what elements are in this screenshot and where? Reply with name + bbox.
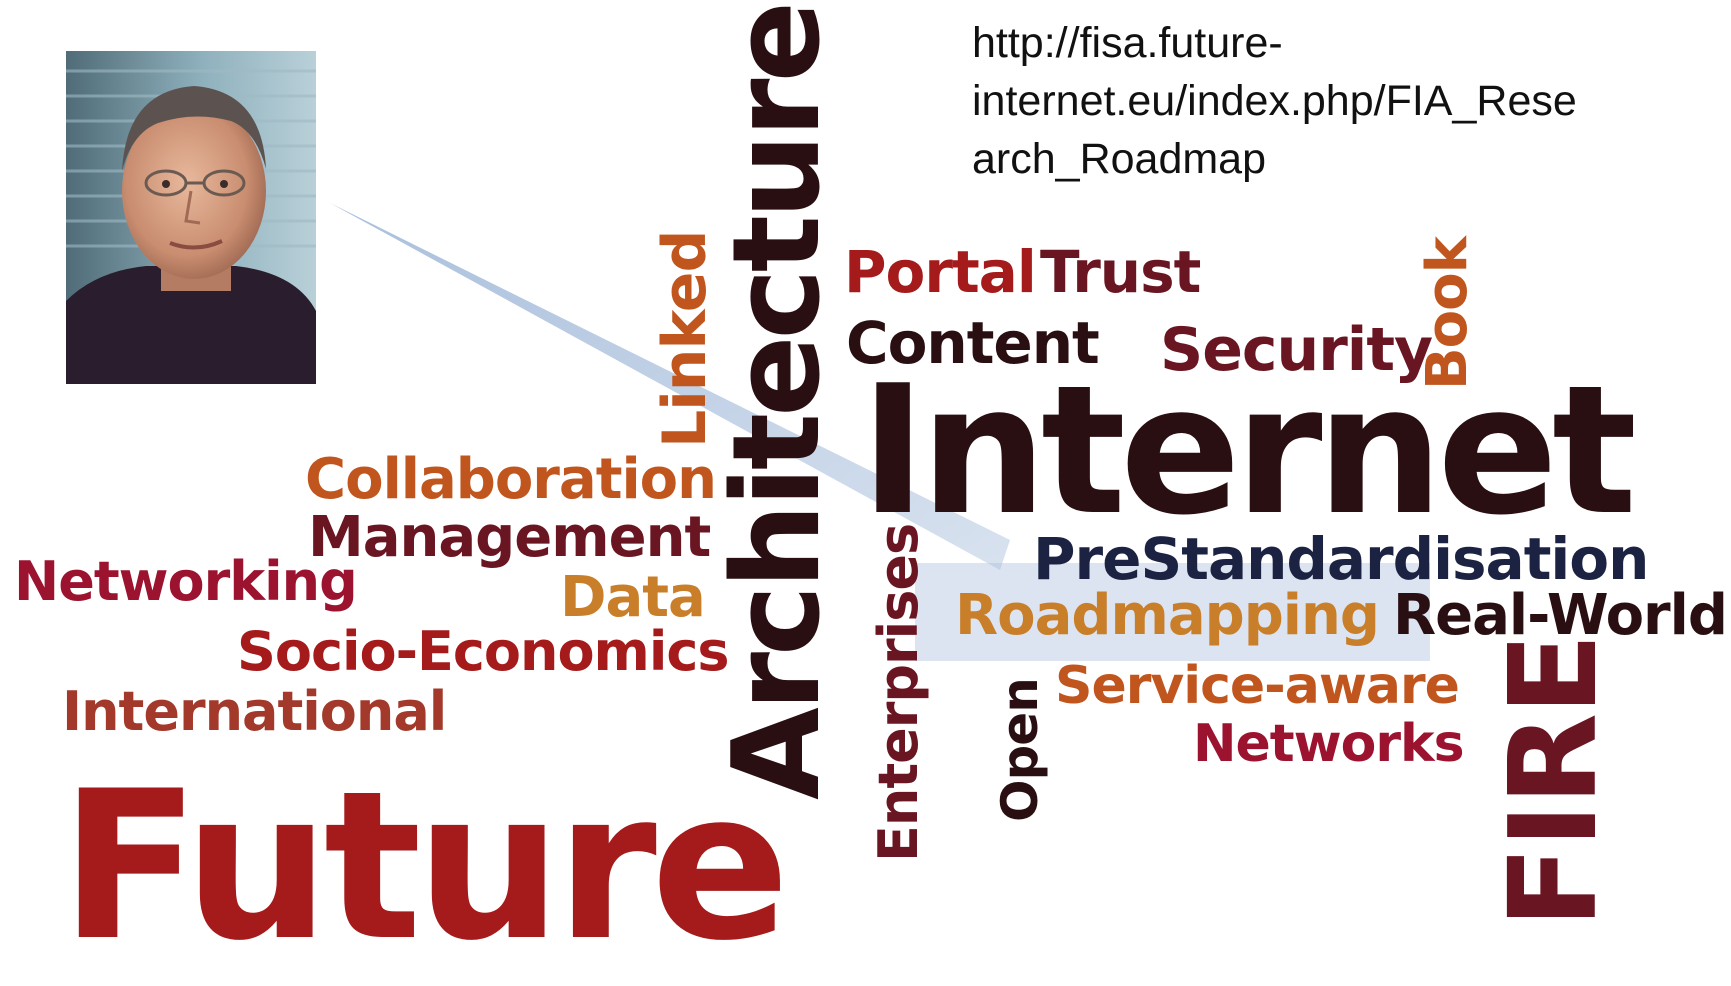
word-linked: Linked [650,230,720,448]
word-service-aware: Service-aware [1055,656,1460,716]
word-networking: Networking [14,550,358,613]
url-line-3: arch_Roadmap [972,135,1267,183]
word-internet: Internet [860,347,1637,554]
word-open: Open [991,678,1049,822]
word-prestandardisation: PreStandardisation [1033,525,1649,593]
portrait-photo [66,51,316,384]
word-book: Book [1415,237,1480,390]
word-content: Content [846,309,1100,377]
word-data: Data [560,565,706,630]
word-architectures: Architectures [708,0,847,800]
word-international: International [62,680,447,743]
word-fire: FIRE [1485,635,1624,928]
word-real-world: Real-World [1393,583,1728,648]
word-socio-economics: Socio-Economics [237,620,729,683]
roadmap-url[interactable]: http://fisa.future- internet.eu/index.ph… [972,14,1672,188]
word-collaboration: Collaboration [305,447,717,512]
word-trust: Trust [1040,238,1201,306]
word-networks: Networks [1193,714,1465,774]
word-security: Security [1160,315,1433,385]
word-portal: Portal [844,238,1037,306]
url-line-1: http://fisa.future- [972,19,1283,67]
word-future: Future [60,748,790,986]
word-enterprises: Enterprises [867,523,930,862]
word-roadmapping: Roadmapping [955,583,1380,648]
url-line-2: internet.eu/index.php/FIA_Rese [972,77,1577,125]
word-management: Management [308,505,711,570]
